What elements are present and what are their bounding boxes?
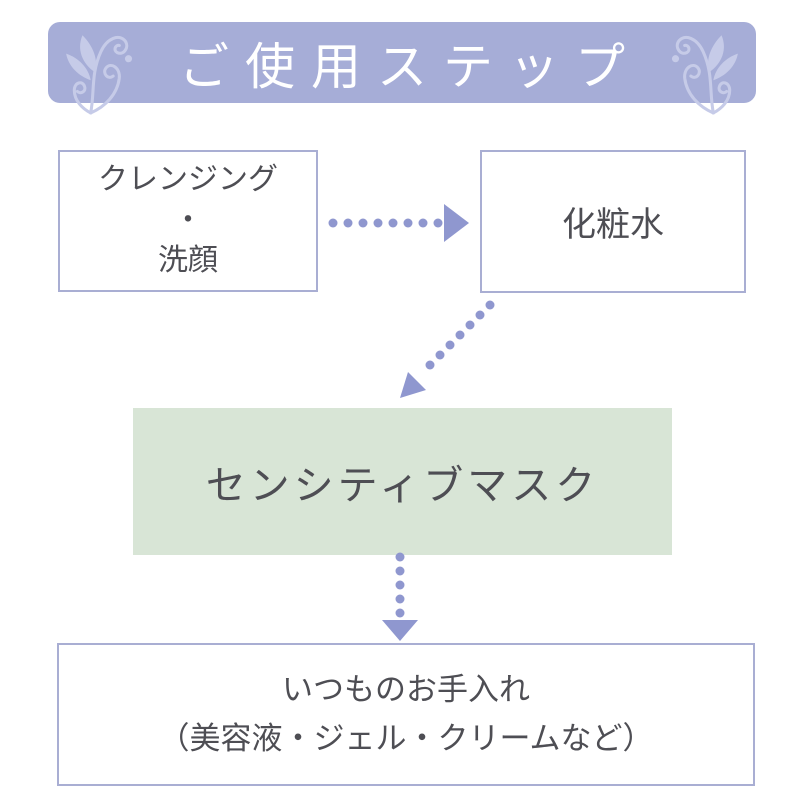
step-label: 化粧水 [562, 207, 664, 244]
step-box-usual-care: いつものお手入れ （美容液・ジェル・クリームなど） [57, 643, 755, 786]
step-label-line: 洗顔 [158, 244, 218, 278]
dotted-arrow-down-left-icon [400, 300, 495, 398]
step-box-sensitive-mask: センシティブマスク [133, 408, 672, 555]
dotted-arrow-down-icon [382, 552, 418, 641]
flourish-ornament-left-icon [66, 35, 133, 115]
step-label-separator-dot: ・ [173, 203, 203, 237]
step-label: センシティブマスク [205, 462, 600, 508]
step-box-lotion: 化粧水 [480, 150, 746, 293]
step-label-line: クレンジング [98, 163, 278, 197]
dotted-arrow-right-icon [328, 204, 469, 242]
step-label-line: いつものお手入れ [282, 672, 530, 708]
page-title: ご使用ステップ [179, 38, 641, 95]
header-banner: ご使用ステップ [48, 22, 756, 115]
flourish-ornament-right-icon [671, 35, 738, 115]
step-box-cleansing: クレンジング ・ 洗顔 [58, 150, 318, 292]
step-label-line: （美容液・ジェル・クリームなど） [158, 720, 654, 756]
